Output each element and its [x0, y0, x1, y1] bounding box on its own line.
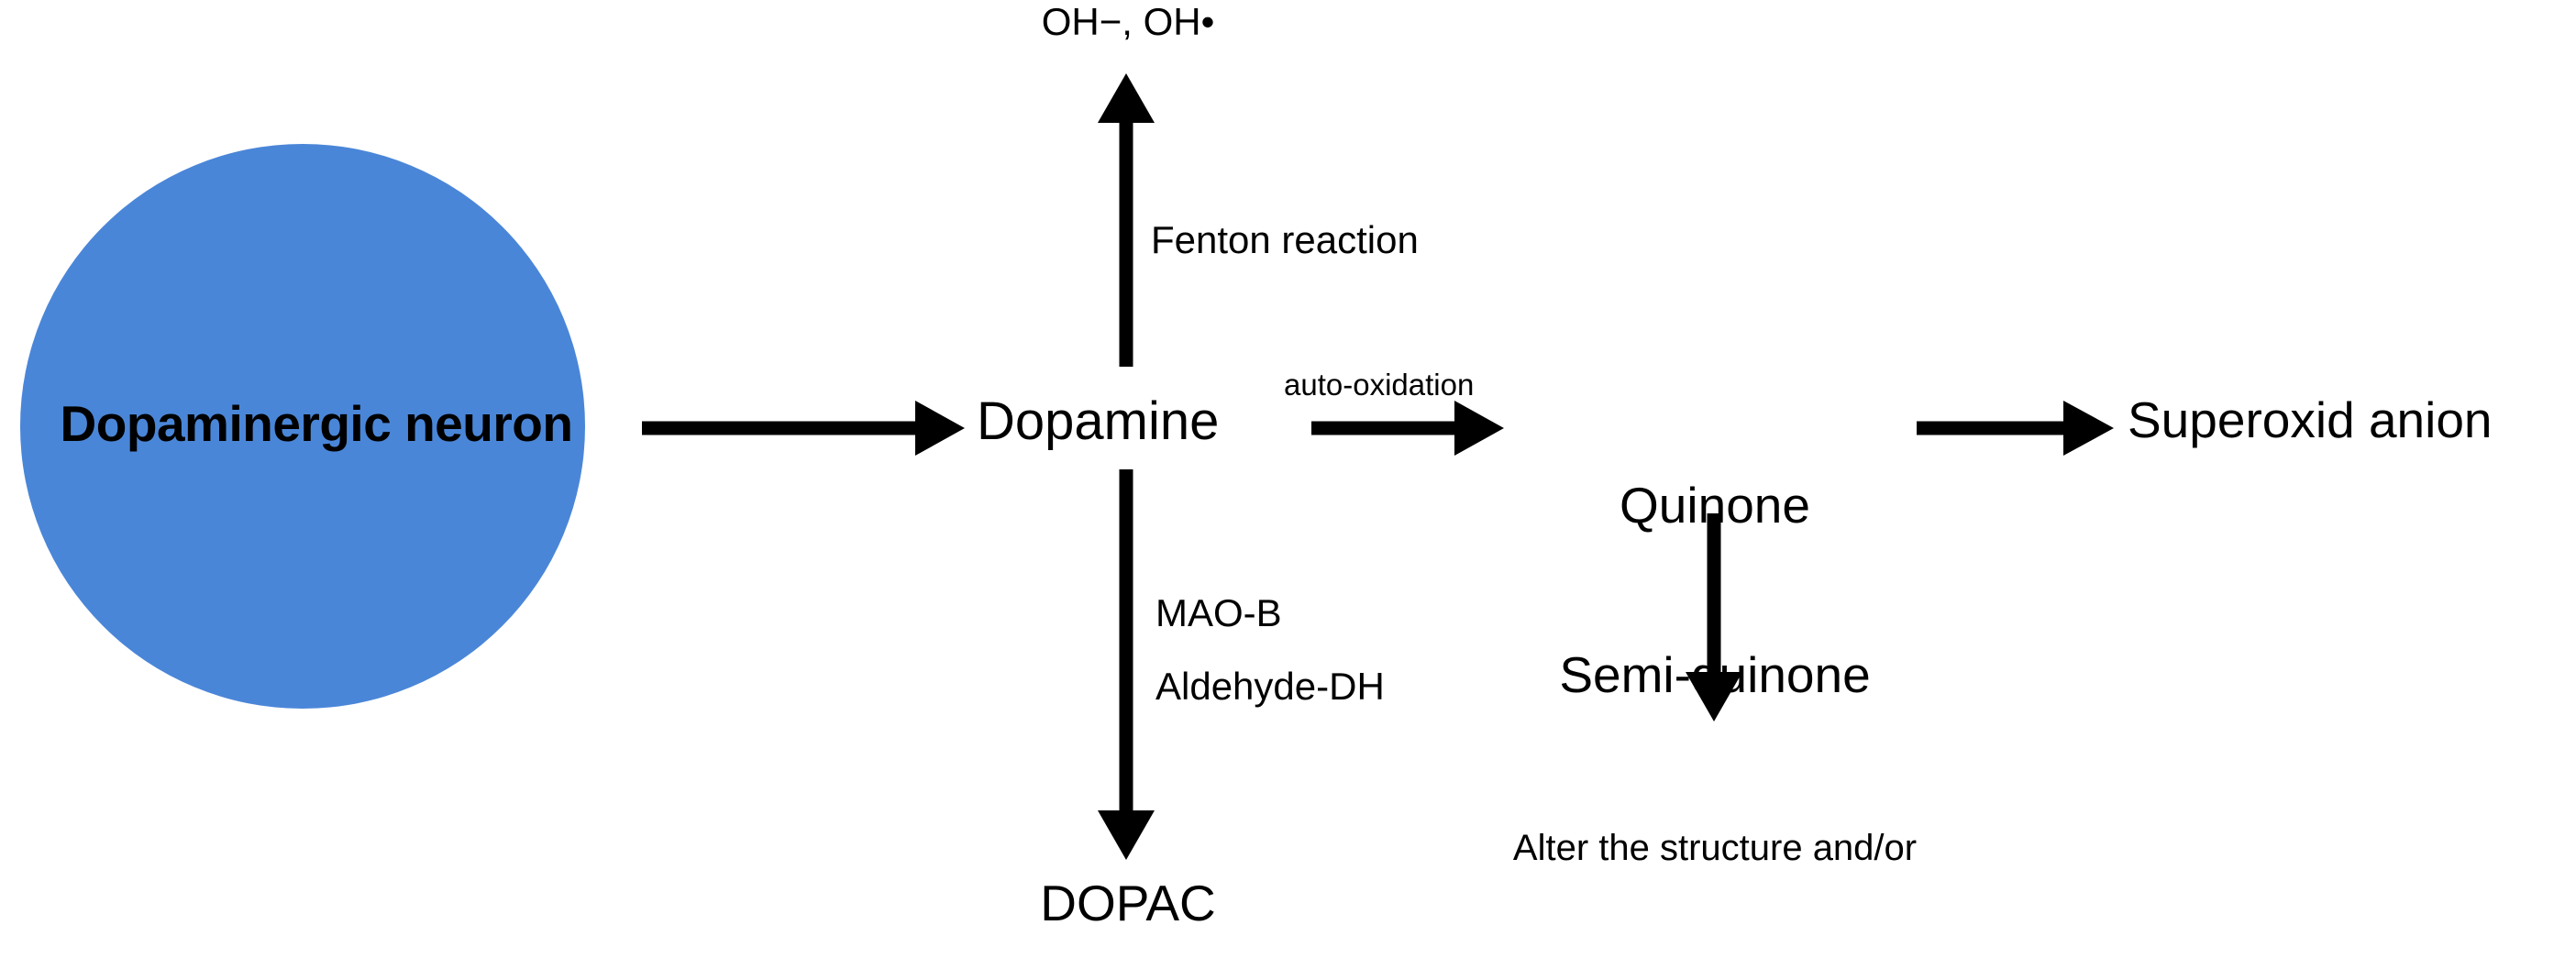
dopac-label: DOPAC [1040, 875, 1216, 931]
arrow-dopamine-to-quinone [1311, 401, 1504, 456]
auto-oxidation-label: auto-oxidation [1284, 368, 1475, 402]
quinone-line-2: Semi-quinone [1559, 645, 1871, 703]
arrow-quinone-to-alter-protein [1686, 513, 1742, 721]
fenton-reaction-label: Fenton reaction [1151, 218, 1419, 261]
quinone-line-1: Quinone [1620, 477, 1810, 534]
quinone-semiquinone-label: Quinone Semi-quinone [1504, 365, 1926, 817]
arrow-dopamine-to-hydroxyl [1098, 73, 1155, 367]
superoxid-anion-label: Superoxid anion [2128, 391, 2493, 448]
arrow-dopamine-to-dopac [1098, 469, 1155, 860]
dopaminergic-neuron-label: Dopaminergic neuron [60, 395, 573, 452]
arrow-neuron-to-dopamine [642, 401, 965, 456]
aldehyde-dh-label: Aldehyde-DH [1155, 665, 1385, 708]
alter-protein-line-1: Alter the structure and/or [1512, 828, 1918, 868]
mao-b-label: MAO-B [1155, 591, 1282, 634]
arrow-quinone-to-superoxid [1917, 401, 2114, 456]
alter-protein-label: Alter the structure and/or function of p… [1440, 733, 1990, 958]
hydroxyl-species-label: OH−, OH• [1041, 0, 1215, 43]
dopaminergic-neuron-shape [20, 144, 585, 709]
dopamine-label: Dopamine [977, 391, 1220, 451]
